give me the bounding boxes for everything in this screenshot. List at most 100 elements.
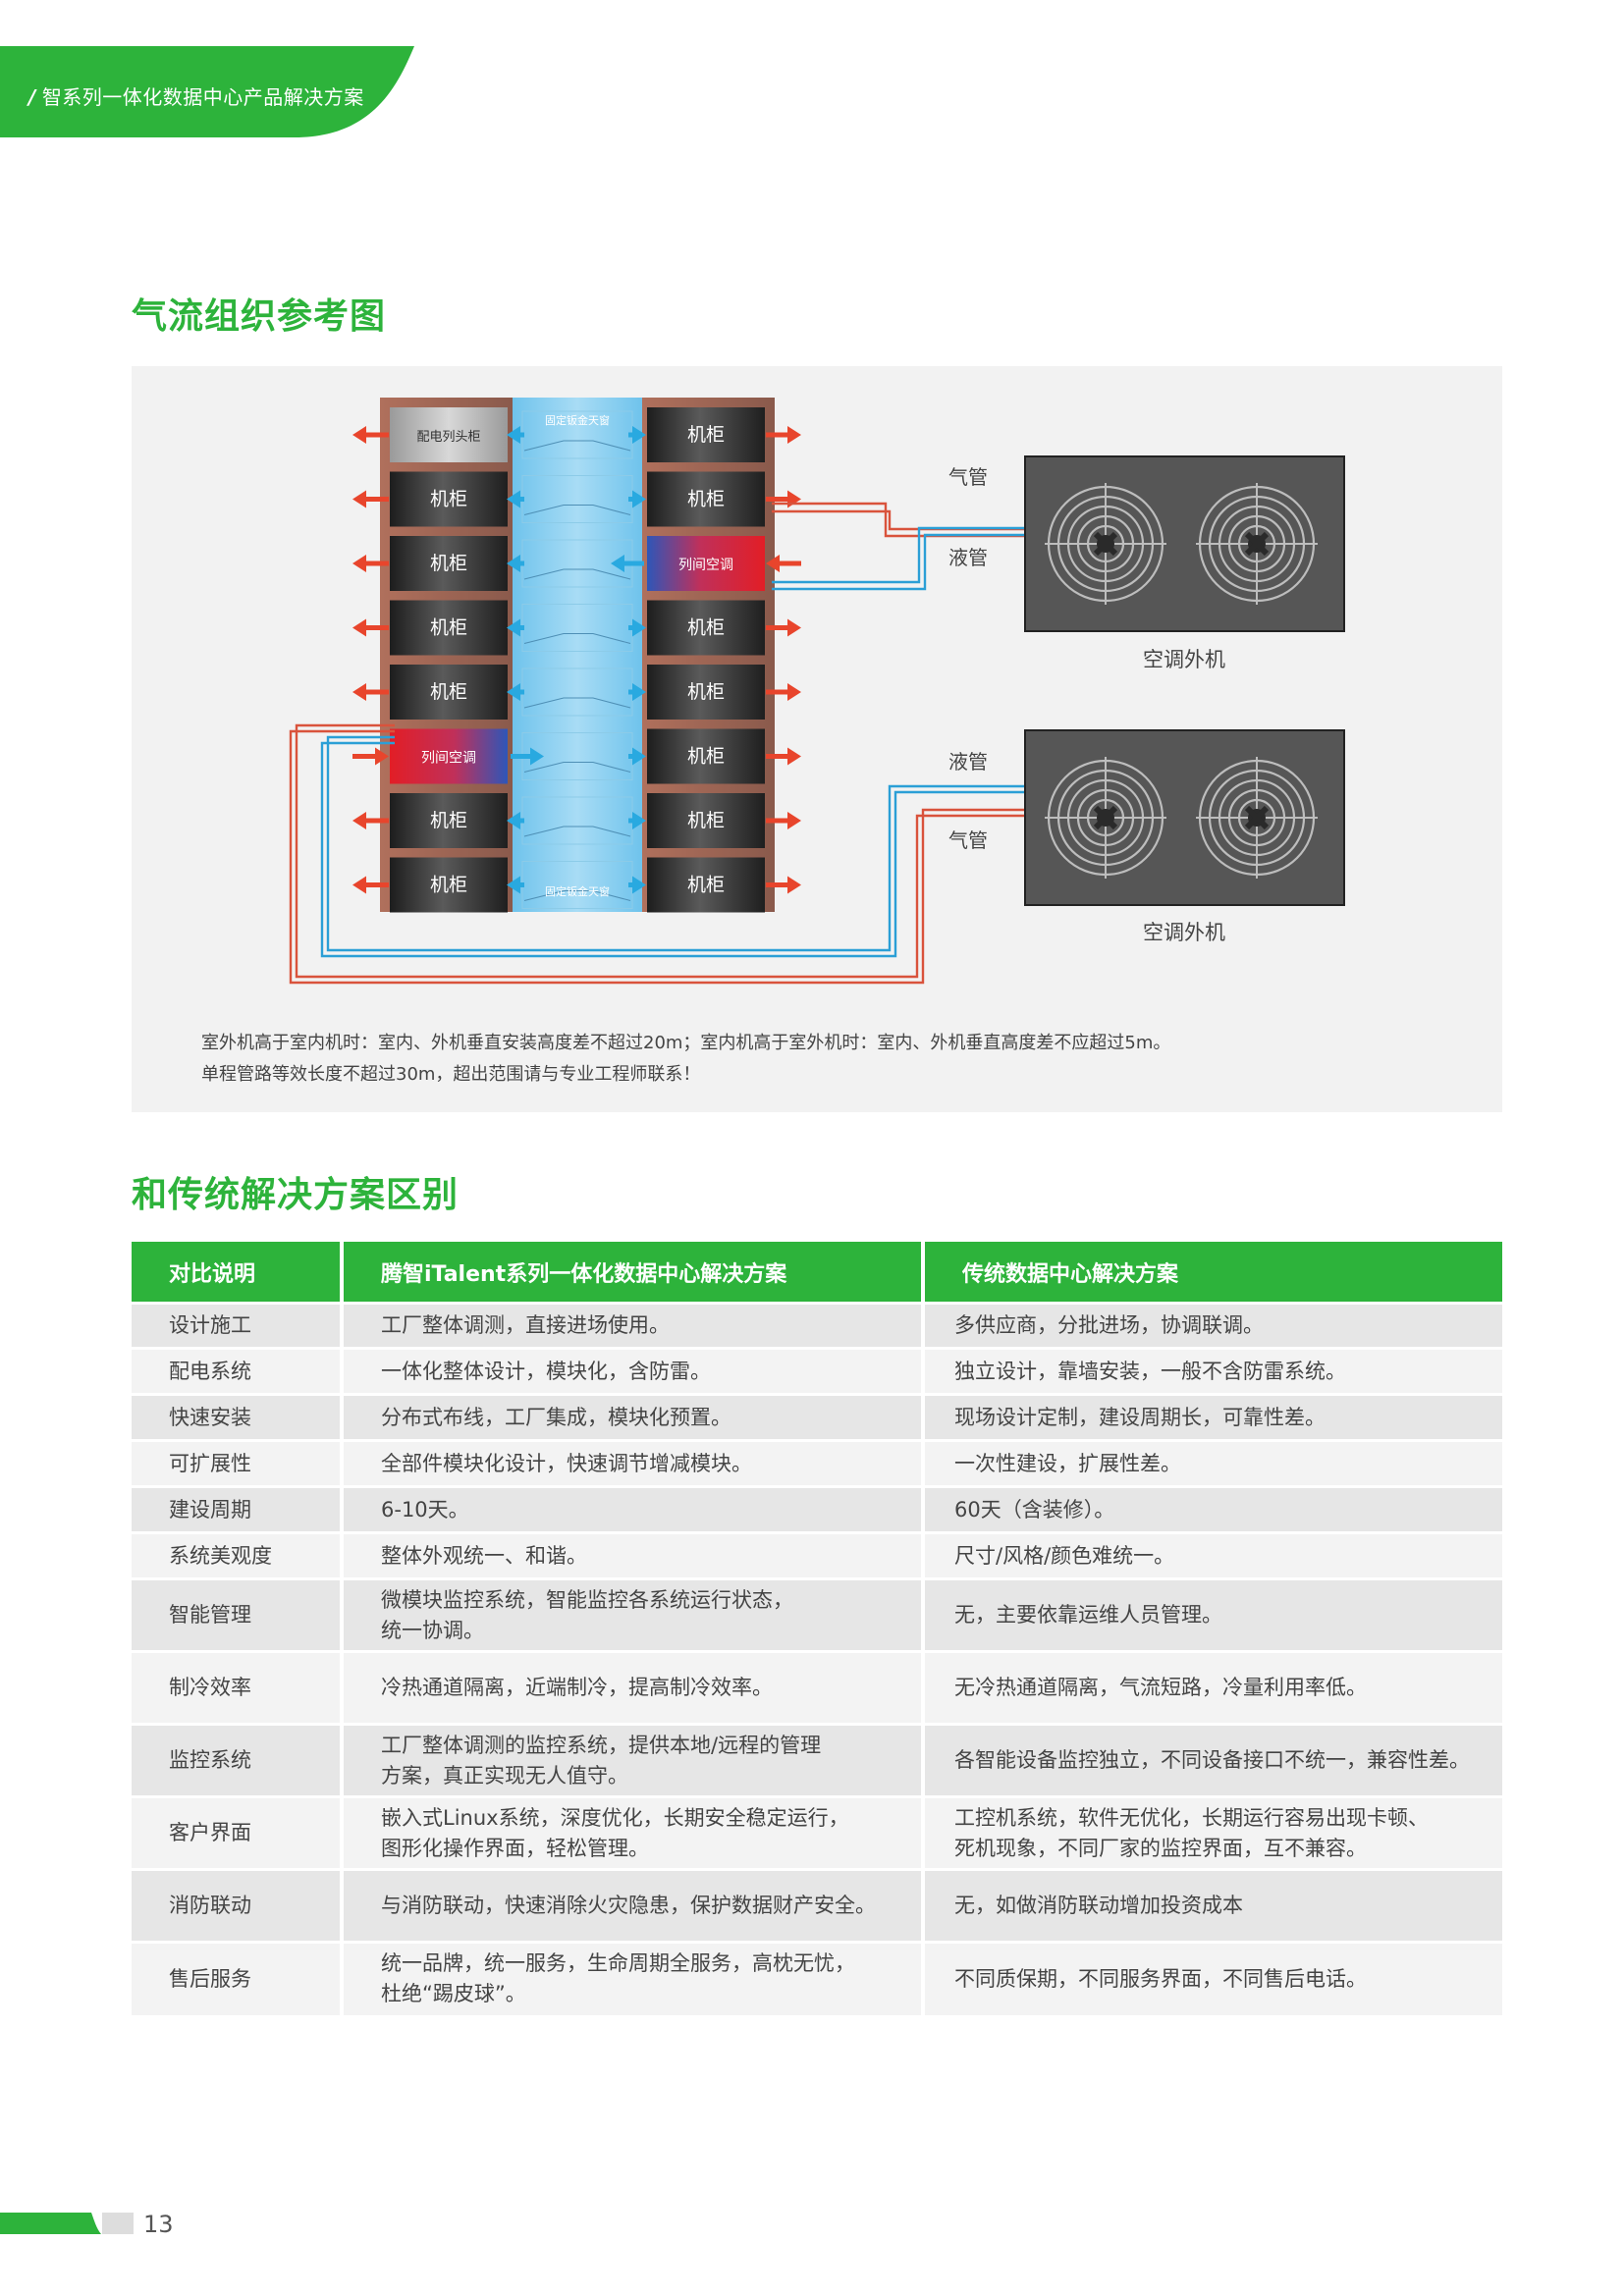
table-cell: 整体外观统一、和谐。 — [342, 1531, 925, 1579]
aisle-flow-line — [523, 697, 631, 709]
cabinet-label: 机柜 — [430, 489, 467, 510]
hot-exhaust-arrow-head — [787, 618, 801, 637]
table-header-row: 对比说明 腾智iTalent系列一体化数据中心解决方案 传统数据中心解决方案 — [132, 1242, 1502, 1304]
table-row: 快速安装分布式布线，工厂集成，模块化预置。现场设计定制，建设周期长，可靠性差。 — [132, 1393, 1502, 1441]
cold-intake-arrow-head — [507, 555, 520, 572]
table-cell: 与消防联动，快速消除火灾隐患，保护数据财产安全。 — [342, 1868, 925, 1943]
cabinet — [647, 600, 765, 656]
note-line-2: 单程管路等效长度不超过30m，超出范围请与专业工程师联系！ — [201, 1064, 701, 1085]
cabinet — [647, 407, 765, 462]
table-body: 设计施工工厂整体调测，直接进场使用。多供应商，分批进场，协调联调。配电系统一体化… — [132, 1302, 1502, 2015]
fan-icon — [1045, 757, 1166, 879]
cold-intake-arrow-head — [507, 876, 520, 894]
table-cell: 60天（含装修）。 — [923, 1485, 1502, 1533]
header-title: /智系列一体化数据中心产品解决方案 — [28, 81, 364, 110]
table-row: 可扩展性全部件模块化设计，快速调节增减模块。一次性建设，扩展性差。 — [132, 1439, 1502, 1487]
hot-exhaust-arrow-head — [352, 490, 366, 508]
cold-intake-arrow-head — [632, 876, 646, 894]
table-row: 智能管理微模块监控系统，智能监控各系统运行状态， 统一协调。无，主要依靠运维人员… — [132, 1577, 1502, 1652]
cabinet — [647, 665, 765, 720]
cabinet — [390, 665, 508, 720]
unit1-pipe-bottom-label: 液管 — [948, 546, 988, 569]
note-line-1: 室外机高于室内机时：室内、外机垂直安装高度差不超过20m；室内机高于室外机时：室… — [201, 1033, 1171, 1053]
cabinet-label: 机柜 — [687, 424, 725, 446]
row-label-cell: 售后服务 — [132, 1941, 344, 2015]
airflow-diagram: 配电列头柜机柜机柜机柜机柜列间空调机柜机柜 机柜机柜列间空调机柜机柜机柜机柜机柜… — [132, 366, 1502, 1112]
comparison-table: 对比说明 腾智iTalent系列一体化数据中心解决方案 传统数据中心解决方案 设… — [132, 1242, 1502, 2015]
table-cell: 现场设计定制，建设周期长，可靠性差。 — [923, 1393, 1502, 1441]
unit1-pipe-top-label: 气管 — [948, 465, 988, 489]
unit2-pipe-top-label: 液管 — [948, 750, 988, 774]
cold-intake-arrow-head — [632, 812, 646, 829]
table-cell: 统一品牌，统一服务，生命周期全服务，高枕无忧， 杜绝“踢皮球”。 — [342, 1941, 925, 2015]
table-cell: 多供应商，分批进场，协调联调。 — [923, 1302, 1502, 1349]
row-label-cell: 配电系统 — [132, 1347, 344, 1395]
outdoor-unit-1 — [1024, 455, 1345, 632]
cabinet-label: 机柜 — [430, 810, 467, 831]
row-label-cell: 建设周期 — [132, 1485, 344, 1533]
aisle-flow-line — [523, 826, 631, 837]
table-row: 售后服务统一品牌，统一服务，生命周期全服务，高枕无忧， 杜绝“踢皮球”。不同质保… — [132, 1941, 1502, 2015]
page-number: 13 — [143, 2211, 174, 2238]
table-cell: 无冷热通道隔离，气流短路，冷量利用率低。 — [923, 1650, 1502, 1725]
hot-exhaust-arrow-head — [352, 555, 366, 572]
cabinet-label: 机柜 — [430, 681, 467, 703]
table-cell: 工控机系统，软件无优化，长期运行容易出现卡顿、 死机现象，不同厂家的监控界面，互… — [923, 1795, 1502, 1870]
hot-exhaust-arrow-head — [787, 683, 801, 701]
cabinet-label: 机柜 — [687, 489, 725, 510]
table-row: 监控系统工厂整体调测的监控系统，提供本地/远程的管理 方案，真正实现无人值守。各… — [132, 1723, 1502, 1797]
fan-icon — [1196, 757, 1318, 879]
unit2-pipe-bottom-label: 气管 — [948, 828, 988, 852]
table-cell: 6-10天。 — [342, 1485, 925, 1533]
in-row-ac-unit — [647, 536, 765, 591]
cold-intake-arrow-head — [632, 747, 646, 766]
table-row: 消防联动与消防联动，快速消除火灾隐患，保护数据财产安全。无，如做消防联动增加投资… — [132, 1868, 1502, 1943]
cabinet — [390, 536, 508, 591]
header-title-text: 智系列一体化数据中心产品解决方案 — [41, 85, 364, 109]
hot-exhaust-arrow-head — [352, 876, 366, 894]
row-label-cell: 可扩展性 — [132, 1439, 344, 1487]
table-header-cell: 传统数据中心解决方案 — [923, 1242, 1502, 1304]
aisle-flow-line — [523, 505, 631, 515]
cabinet — [647, 857, 765, 913]
cabinet — [647, 471, 765, 527]
unit1-liquid-pipe-2 — [772, 533, 1025, 591]
cold-intake-arrow-head — [632, 426, 646, 444]
table-cell: 工厂整体调测的监控系统，提供本地/远程的管理 方案，真正实现无人值守。 — [342, 1723, 925, 1797]
airflow-arrows — [352, 426, 801, 894]
table-row: 配电系统一体化整体设计，模块化，含防雷。独立设计，靠墙安装，一般不含防雷系统。 — [132, 1347, 1502, 1395]
hot-exhaust-arrow-head — [787, 426, 801, 444]
row-label-cell: 监控系统 — [132, 1723, 344, 1797]
bottom-window-label: 固定钣金天窗 — [545, 884, 610, 898]
cabinet-label: 机柜 — [687, 746, 725, 768]
cabinet — [390, 857, 508, 913]
row-label-cell: 制冷效率 — [132, 1650, 344, 1725]
row-label-cell: 快速安装 — [132, 1393, 344, 1441]
cabinet-label: 机柜 — [687, 681, 725, 703]
table-cell: 工厂整体调测，直接进场使用。 — [342, 1302, 925, 1349]
table-cell: 独立设计，靠墙安装，一般不含防雷系统。 — [923, 1347, 1502, 1395]
unit2-liquid-pipe — [326, 735, 1025, 952]
table-cell: 无，如做消防联动增加投资成本 — [923, 1868, 1502, 1943]
table-row: 客户界面嵌入式Linux系统，深度优化，长期安全稳定运行， 图形化操作界面，轻松… — [132, 1795, 1502, 1870]
hot-exhaust-arrow-head — [787, 490, 801, 508]
unit1-gas-pipe — [772, 502, 1025, 538]
table-cell: 分布式布线，工厂集成，模块化预置。 — [342, 1393, 925, 1441]
row-label-cell: 智能管理 — [132, 1577, 344, 1652]
hot-exhaust-arrow-head — [352, 683, 366, 701]
table-row: 系统美观度整体外观统一、和谐。尺寸/风格/颜色难统一。 — [132, 1531, 1502, 1579]
cabinet — [390, 407, 508, 462]
hot-return-arrow-head — [375, 747, 389, 766]
table-cell: 不同质保期，不同服务界面，不同售后电话。 — [923, 1941, 1502, 2015]
cold-intake-arrow-head — [632, 618, 646, 637]
table-cell: 无，主要依靠运维人员管理。 — [923, 1577, 1502, 1652]
table-cell: 一体化整体设计，模块化，含防雷。 — [342, 1347, 925, 1395]
outdoor-unit-2 — [1024, 729, 1345, 906]
cold-supply-arrow-head — [530, 747, 544, 766]
cabinet — [647, 728, 765, 784]
hot-exhaust-arrow-head — [352, 426, 366, 444]
cabinet — [390, 471, 508, 527]
